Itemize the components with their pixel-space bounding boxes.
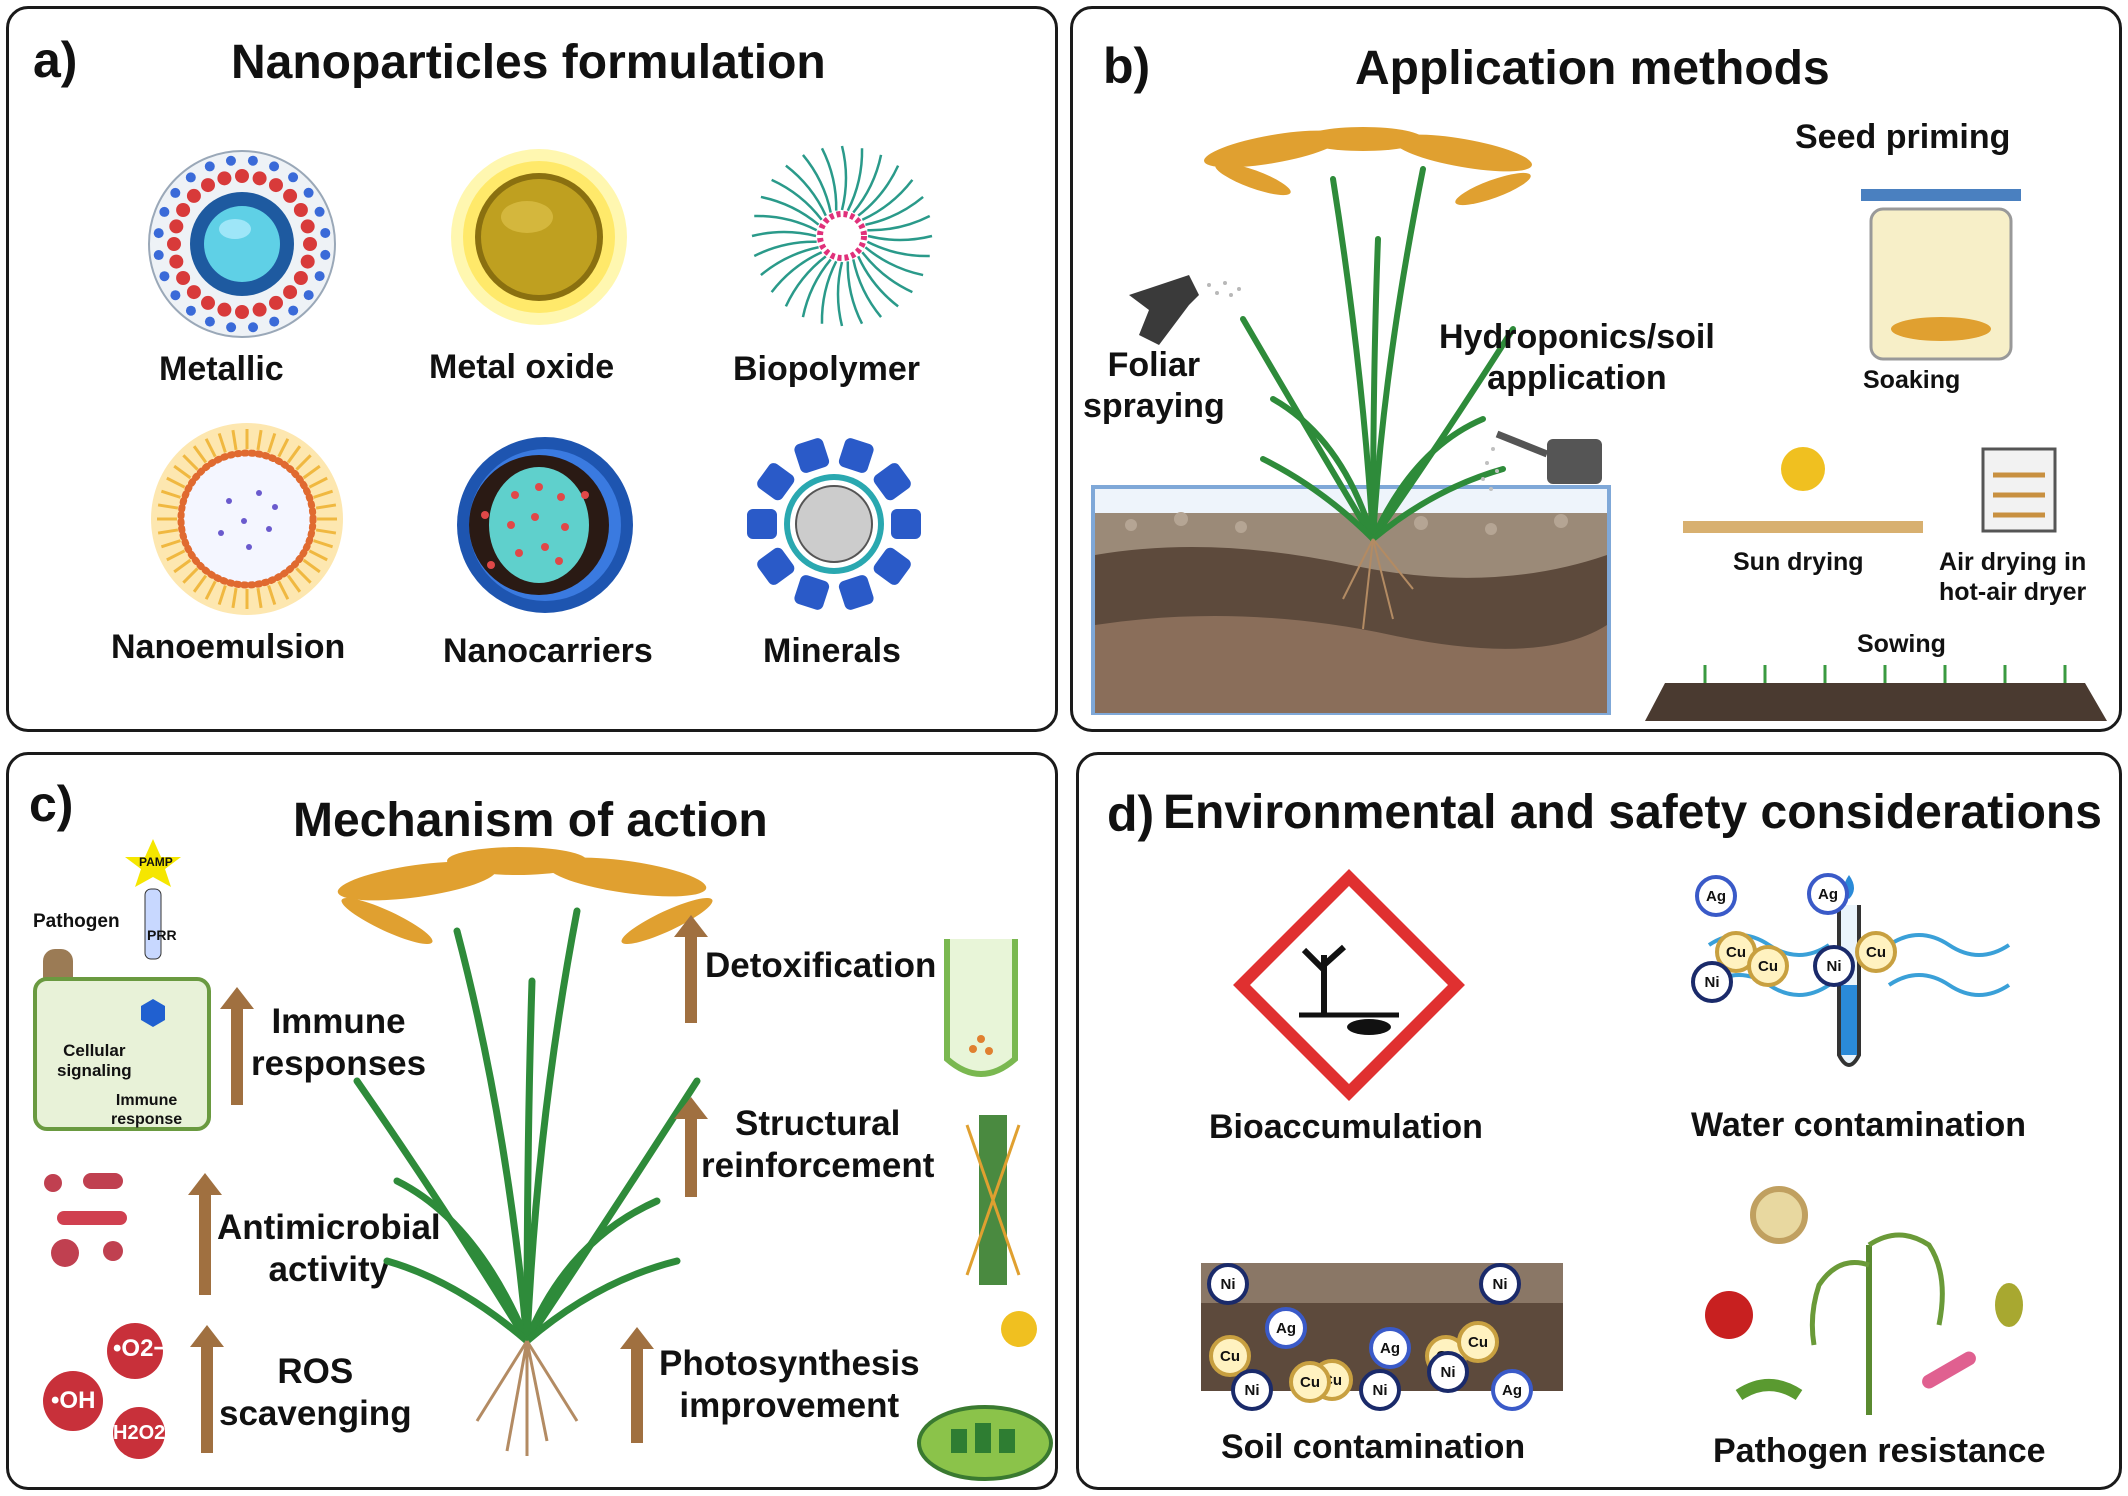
water-ion-badge: Ag bbox=[1807, 873, 1849, 915]
cellular-signaling-label: Cellular signaling bbox=[57, 1041, 132, 1081]
panel-c-title: Mechanism of action bbox=[293, 794, 768, 847]
bioaccumulation-label: Bioaccumulation bbox=[1209, 1108, 1483, 1146]
soaking-label: Soaking bbox=[1863, 366, 1961, 394]
water-ion-badge: Ag bbox=[1695, 875, 1737, 917]
water-contamination-label: Water contamination bbox=[1691, 1106, 2026, 1144]
pamp-label: PAMP bbox=[139, 855, 173, 869]
immune-responses-up-arrow bbox=[220, 987, 254, 1105]
prr-label: PRR bbox=[147, 927, 177, 943]
watering-can-icon bbox=[1481, 430, 1602, 491]
pathogen-resistance-label: Pathogen resistance bbox=[1713, 1432, 2046, 1470]
ros-up-arrow bbox=[190, 1325, 224, 1453]
panel-d: d) Environmental and safety consideratio… bbox=[1076, 752, 2122, 1490]
nanoemulsion-icon bbox=[151, 423, 343, 615]
immune-response-label: Immune response bbox=[111, 1092, 183, 1129]
foliar-spraying-label: Foliar spraying bbox=[1083, 346, 1225, 425]
biopolymer-label: Biopolymer bbox=[733, 350, 921, 388]
photosynthesis-label: Photosynthesis improvement bbox=[659, 1344, 920, 1425]
metallic-label: Metallic bbox=[159, 350, 284, 388]
sun-drying-label: Sun drying bbox=[1733, 548, 1864, 576]
water-ion-badge: Ni bbox=[1813, 945, 1855, 987]
soaking-jar-icon bbox=[1861, 189, 2021, 361]
photosynthesis-up-arrow bbox=[620, 1327, 654, 1443]
soil-contamination-label: Soil contamination bbox=[1221, 1428, 1526, 1466]
metal-oxide-nanoparticle-icon bbox=[451, 149, 627, 325]
soil-ion-badge: Ag bbox=[1369, 1327, 1411, 1369]
pathogen-label: Pathogen bbox=[33, 911, 120, 932]
soil-ion-badge: Ni bbox=[1231, 1369, 1273, 1411]
drying-seeds-illustration bbox=[1683, 521, 1923, 533]
nanocarriers-label: Nanocarriers bbox=[443, 632, 653, 670]
sowing-label: Sowing bbox=[1857, 630, 1946, 658]
panel-a-title: Nanoparticles formulation bbox=[231, 36, 826, 89]
hydroxyl-label: •OH bbox=[51, 1387, 96, 1414]
panel-a-letter: a) bbox=[33, 32, 78, 88]
air-drying-label: Air drying in hot-air dryer bbox=[1939, 548, 2087, 606]
soil-ion-badge: Cu bbox=[1457, 1321, 1499, 1363]
metallic-nanoparticle-icon bbox=[148, 150, 336, 338]
chloroplast-icon bbox=[917, 1311, 1053, 1481]
hot-air-dryer-icon bbox=[1981, 447, 2057, 533]
antimicrobial-up-arrow bbox=[188, 1173, 222, 1295]
water-contamination-illustration bbox=[1707, 875, 2011, 1067]
panel-a: a) Nanoparticles formulation Metallic Me… bbox=[6, 6, 1058, 732]
mineral-nanoparticle-icon bbox=[746, 438, 921, 610]
soil-ion-badge: Ag bbox=[1491, 1369, 1533, 1411]
hydrogen-peroxide-label: H2O2 bbox=[113, 1422, 166, 1444]
minerals-label: Minerals bbox=[763, 632, 901, 670]
soil-ion-badge: Ni bbox=[1207, 1263, 1249, 1305]
metal-oxide-label: Metal oxide bbox=[429, 348, 615, 386]
detoxification-label: Detoxification bbox=[705, 946, 937, 985]
biopolymer-nanoparticle-icon bbox=[751, 145, 933, 327]
soil-ion-badge: Cu bbox=[1289, 1361, 1331, 1403]
soil-bed-illustration bbox=[1091, 485, 1611, 715]
sun-icon bbox=[1781, 447, 1825, 491]
microbes-icon bbox=[44, 1173, 127, 1267]
soil-ion-badge: Ni bbox=[1427, 1351, 1469, 1393]
panel-b: b) Application methods Foliar spraying H… bbox=[1070, 6, 2122, 732]
water-ion-badge: Cu bbox=[1855, 931, 1897, 973]
soil-ion-badge: Ni bbox=[1479, 1263, 1521, 1305]
spray-bottle-icon bbox=[1129, 275, 1241, 345]
water-ion-badge: Ni bbox=[1691, 961, 1733, 1003]
structural-label: Structural reinforcement bbox=[701, 1104, 935, 1185]
ros-scavenging-label: ROS scavenging bbox=[219, 1352, 412, 1433]
nanocarrier-icon bbox=[457, 437, 633, 613]
rice-plant-illustration bbox=[1204, 127, 1532, 630]
rice-plant-center-illustration bbox=[337, 847, 713, 1456]
structural-up-arrow bbox=[674, 1097, 708, 1197]
soil-ion-badge: Ag bbox=[1265, 1307, 1307, 1349]
immune-responses-label: Immune responses bbox=[251, 1002, 427, 1083]
panel-c: c) Mechanism of action PAMP PRR Pathogen… bbox=[6, 752, 1058, 1490]
panel-d-letter: d) bbox=[1107, 786, 1155, 842]
hydroponics-label: Hydroponics/soil application bbox=[1439, 318, 1715, 397]
detox-up-arrow bbox=[674, 915, 708, 1023]
nanoemulsion-label: Nanoemulsion bbox=[111, 628, 346, 666]
seed-priming-label: Seed priming bbox=[1795, 118, 2011, 156]
antimicrobial-label: Antimicrobial activity bbox=[217, 1208, 441, 1289]
panel-b-letter: b) bbox=[1103, 38, 1151, 94]
ros-molecules-icon bbox=[43, 1323, 165, 1459]
sowing-field-illustration bbox=[1645, 665, 2107, 721]
panel-b-title: Application methods bbox=[1355, 42, 1830, 95]
pathogen-resistance-illustration bbox=[1705, 1186, 2023, 1415]
water-ion-badge: Cu bbox=[1747, 945, 1789, 987]
panel-d-title: Environmental and safety considerations bbox=[1163, 786, 2102, 839]
panel-c-letter: c) bbox=[29, 776, 74, 832]
superoxide-label: •O2− bbox=[113, 1335, 168, 1362]
soil-ion-badge: Ni bbox=[1359, 1369, 1401, 1411]
environmental-hazard-icon bbox=[1233, 869, 1465, 1101]
immune-signaling-diagram bbox=[33, 839, 211, 1131]
cell-wall-fiber-icon bbox=[965, 1115, 1021, 1285]
detox-cell-icon bbox=[944, 939, 1018, 1077]
